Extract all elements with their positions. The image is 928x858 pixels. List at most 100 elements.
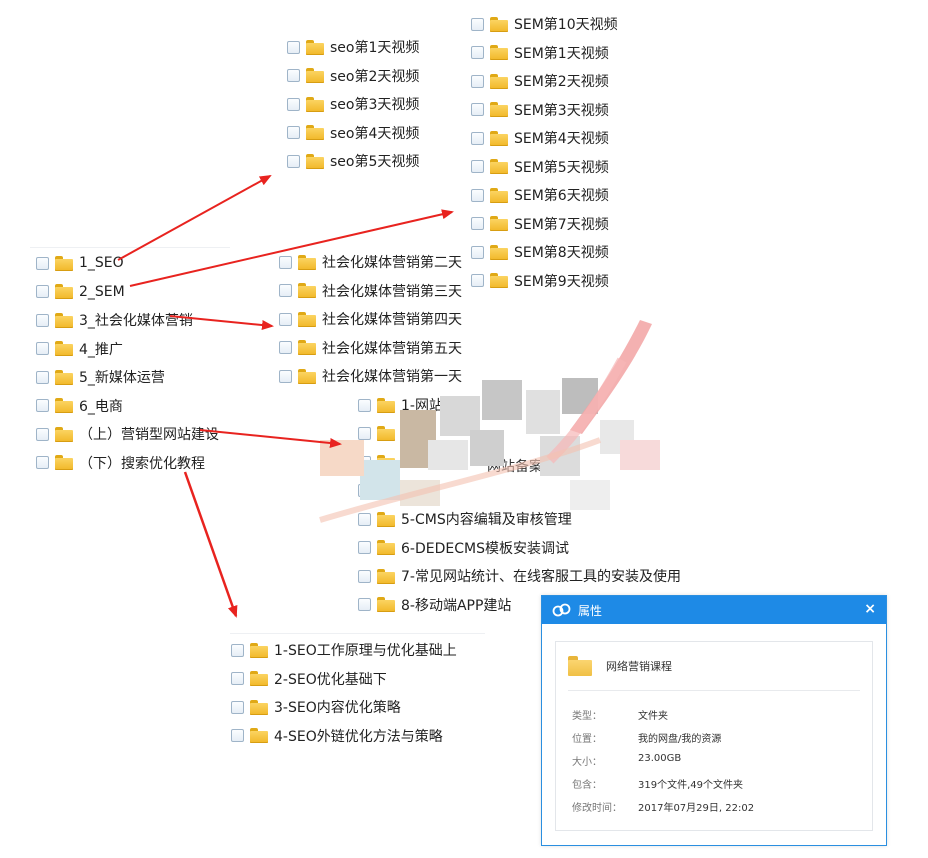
root-folder-item[interactable]: 5_新媒体运营 bbox=[36, 363, 219, 392]
root-folder-item[interactable]: 6_电商 bbox=[36, 392, 219, 421]
social-folder-item[interactable]: 社会化媒体营销第一天 bbox=[279, 362, 462, 391]
root-folder-item[interactable]: （上）营销型网站建设 bbox=[36, 420, 219, 449]
arrow-social bbox=[169, 315, 274, 331]
folder-icon bbox=[490, 273, 508, 289]
property-value: 319个文件,49个文件夹 bbox=[638, 780, 743, 791]
checkbox[interactable] bbox=[471, 74, 484, 88]
seo-folder-item[interactable]: seo第1天视频 bbox=[287, 33, 419, 62]
checkbox[interactable] bbox=[231, 700, 244, 714]
checkbox[interactable] bbox=[287, 69, 300, 83]
social-folder-item[interactable]: 社会化媒体营销第二天 bbox=[279, 248, 462, 277]
sem-folder-item[interactable]: SEM第1天视频 bbox=[471, 39, 618, 68]
checkbox[interactable] bbox=[279, 284, 292, 298]
checkbox[interactable] bbox=[279, 255, 292, 269]
checkbox[interactable] bbox=[471, 17, 484, 31]
sem-folder-item[interactable]: SEM第7天视频 bbox=[471, 210, 618, 239]
folder-label: SEM第7天视频 bbox=[514, 216, 609, 233]
folder-icon bbox=[306, 125, 324, 141]
checkbox[interactable] bbox=[36, 285, 49, 299]
website-folder-item[interactable]: 6-DEDECMS模板安装调试 bbox=[358, 534, 681, 563]
checkbox[interactable] bbox=[471, 131, 484, 145]
folder-icon bbox=[490, 159, 508, 175]
folder-label: 7-常见网站统计、在线客服工具的安装及使用 bbox=[401, 569, 681, 586]
social-folder-item[interactable]: 社会化媒体营销第五天 bbox=[279, 334, 462, 363]
checkbox[interactable] bbox=[358, 398, 371, 412]
sem-folder-item[interactable]: SEM第10天视频 bbox=[471, 10, 618, 39]
checkbox[interactable] bbox=[287, 40, 300, 54]
checkbox[interactable] bbox=[471, 217, 484, 231]
checkbox[interactable] bbox=[36, 456, 49, 470]
folder-icon bbox=[490, 102, 508, 118]
folder-label: seo第4天视频 bbox=[330, 125, 420, 142]
folder-label: 3_社会化媒体营销 bbox=[79, 313, 193, 330]
checkbox[interactable] bbox=[36, 342, 49, 356]
checkbox[interactable] bbox=[231, 729, 244, 743]
search-folder-item[interactable]: 2-SEO优化基础下 bbox=[231, 665, 457, 694]
checkbox[interactable] bbox=[231, 672, 244, 686]
checkbox[interactable] bbox=[471, 46, 484, 60]
seo-folder-item[interactable]: seo第3天视频 bbox=[287, 90, 419, 119]
checkbox[interactable] bbox=[36, 256, 49, 270]
property-row: 包含： 319个文件,49个文件夹 bbox=[572, 776, 743, 791]
checkbox[interactable] bbox=[287, 126, 300, 140]
sem-folder-item[interactable]: SEM第3天视频 bbox=[471, 96, 618, 125]
website-folder-item[interactable]: 7-常见网站统计、在线客服工具的安装及使用 bbox=[358, 562, 681, 591]
root-folder-item[interactable]: 2_SEM bbox=[36, 278, 219, 307]
folder-icon bbox=[568, 656, 592, 676]
folder-icon bbox=[490, 216, 508, 232]
checkbox[interactable] bbox=[471, 245, 484, 259]
checkbox[interactable] bbox=[358, 512, 371, 526]
checkbox[interactable] bbox=[471, 274, 484, 288]
website-folder-item[interactable] bbox=[358, 420, 681, 449]
seo-folder-item[interactable]: seo第5天视频 bbox=[287, 147, 419, 176]
website-folder-item[interactable]: 8-移动端APP建站 bbox=[358, 591, 681, 620]
social-folder-item[interactable]: 社会化媒体营销第三天 bbox=[279, 277, 462, 306]
checkbox[interactable] bbox=[231, 643, 244, 657]
sem-folder-item[interactable]: SEM第5天视频 bbox=[471, 153, 618, 182]
checkbox[interactable] bbox=[471, 103, 484, 117]
checkbox[interactable] bbox=[36, 370, 49, 384]
folder-label: seo第2天视频 bbox=[330, 68, 420, 85]
checkbox[interactable] bbox=[279, 369, 292, 383]
root-folder-item[interactable]: 3_社会化媒体营销 bbox=[36, 306, 219, 335]
sem-folder-item[interactable]: SEM第6天视频 bbox=[471, 181, 618, 210]
seo-folder-item[interactable]: seo第4天视频 bbox=[287, 119, 419, 148]
folder-icon bbox=[250, 642, 268, 658]
property-key: 包含： bbox=[572, 780, 602, 791]
checkbox[interactable] bbox=[36, 399, 49, 413]
folder-name: 网络营销课程 bbox=[606, 660, 672, 673]
checkbox[interactable] bbox=[36, 313, 49, 327]
sem-folder-item[interactable]: SEM第9天视频 bbox=[471, 267, 618, 296]
folder-icon bbox=[490, 244, 508, 260]
sem-folder-item[interactable]: SEM第2天视频 bbox=[471, 67, 618, 96]
seo-folder-item[interactable]: seo第2天视频 bbox=[287, 62, 419, 91]
checkbox[interactable] bbox=[358, 427, 371, 441]
checkbox[interactable] bbox=[279, 312, 292, 326]
checkbox[interactable] bbox=[36, 427, 49, 441]
checkbox[interactable] bbox=[358, 598, 371, 612]
folder-label: 1-SEO工作原理与优化基础上 bbox=[274, 643, 457, 660]
checkbox[interactable] bbox=[471, 188, 484, 202]
folder-icon bbox=[377, 511, 395, 527]
search-folder-item[interactable]: 3-SEO内容优化策略 bbox=[231, 693, 457, 722]
root-folder-item[interactable]: （下）搜索优化教程 bbox=[36, 449, 219, 478]
arrow-website bbox=[199, 429, 342, 448]
website-folder-item[interactable]: 5-CMS内容编辑及审核管理 bbox=[358, 505, 681, 534]
checkbox[interactable] bbox=[279, 341, 292, 355]
checkbox[interactable] bbox=[287, 154, 300, 168]
close-icon[interactable]: × bbox=[864, 601, 876, 617]
search-folder-item[interactable]: 4-SEO外链优化方法与策略 bbox=[231, 722, 457, 751]
search-folder-item[interactable]: 1-SEO工作原理与优化基础上 bbox=[231, 636, 457, 665]
checkbox[interactable] bbox=[471, 160, 484, 174]
social-folder-item[interactable]: 社会化媒体营销第四天 bbox=[279, 305, 462, 334]
root-folder-item[interactable]: 1_SEO bbox=[36, 249, 219, 278]
sem-folder-item[interactable]: SEM第4天视频 bbox=[471, 124, 618, 153]
sem-folder-item[interactable]: SEM第8天视频 bbox=[471, 238, 618, 267]
root-folder-item[interactable]: 4_推广 bbox=[36, 335, 219, 364]
checkbox[interactable] bbox=[358, 569, 371, 583]
folder-label: 2_SEM bbox=[79, 283, 125, 300]
checkbox[interactable] bbox=[287, 97, 300, 111]
checkbox[interactable] bbox=[358, 541, 371, 555]
